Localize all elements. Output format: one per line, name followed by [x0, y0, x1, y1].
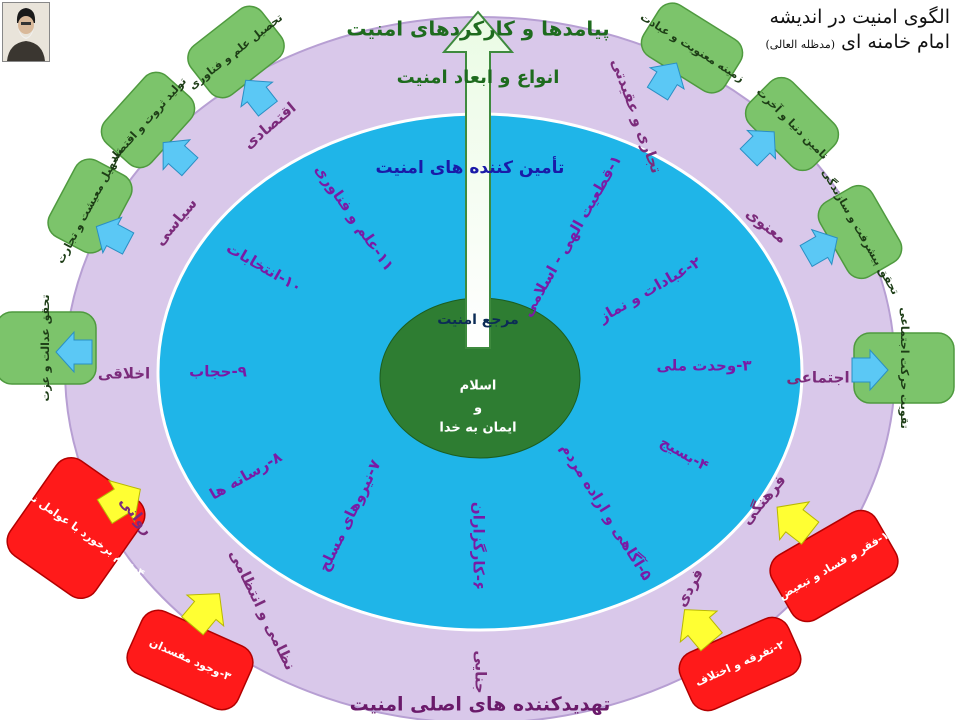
title-note: (مدظله العالی): [765, 38, 836, 51]
threat-box-shape: [769, 509, 899, 623]
outcome-arrow: [240, 79, 279, 117]
threat-box: ۳-وجود مفسدان: [126, 609, 254, 711]
portrait-image: [2, 2, 50, 62]
provider-label: ۹-حجاب: [189, 363, 247, 381]
outcome-label: تحقق عدالت و عزت: [39, 294, 52, 401]
threat-arrow: [679, 609, 723, 652]
provider-label: ۶-کارگزاران: [470, 502, 488, 590]
types-title: انواع و ابعاد امنیت: [397, 67, 560, 88]
threat-box: ۲-تفرقه و اختلاف: [678, 616, 802, 712]
outcome-box: تقویت حرکت اجتماعی: [853, 307, 955, 429]
outcome-label: تقویت حرکت اجتماعی: [898, 307, 911, 429]
providers-title: تأمین کننده های امنیت: [376, 156, 565, 178]
center-line-2: و: [473, 401, 482, 416]
threat-arrow: [181, 593, 225, 636]
outcome-arrow: [851, 348, 889, 392]
outcome-arrow: [739, 129, 777, 167]
central-up-arrow: [441, 10, 515, 349]
provider-label: ۳-وحدت ملی: [656, 357, 751, 375]
outcome-arrow: [646, 62, 685, 101]
outcome-arrow: [799, 228, 838, 268]
outcome-arrow: [55, 330, 93, 374]
security-type-label: جنایی: [472, 650, 490, 693]
threat-box-shape: [678, 616, 802, 712]
outcome-arrow: [162, 139, 199, 177]
outcomes-title: پیامدها و کارکردهای امنیت: [346, 17, 609, 42]
outcome-box-shape: [187, 5, 285, 99]
security-type-label: اخلاقی: [98, 365, 150, 383]
center-line-3: ایمان به خدا: [439, 421, 516, 436]
threat-arrow: [776, 501, 820, 545]
title-name: امام خامنه ای: [841, 31, 950, 53]
center-line-1: اسلام: [460, 379, 497, 394]
title-line-1: الگوی امنیت در اندیشه: [769, 6, 950, 28]
title-line-2: امام خامنه ای (مدظله العالی): [720, 30, 950, 57]
threats-title: تهدیدکننده های اصلی امنیت: [350, 694, 611, 716]
security-type-label: اجتماعی: [786, 369, 849, 387]
outcome-arrow: [95, 216, 135, 255]
reference-title: مرجع امنیت: [437, 312, 519, 328]
page-title: الگوی امنیت در اندیشه امام خامنه ای (مدظ…: [720, 4, 950, 57]
threat-arrow: [96, 479, 141, 525]
outcome-box-shape: [100, 71, 196, 169]
